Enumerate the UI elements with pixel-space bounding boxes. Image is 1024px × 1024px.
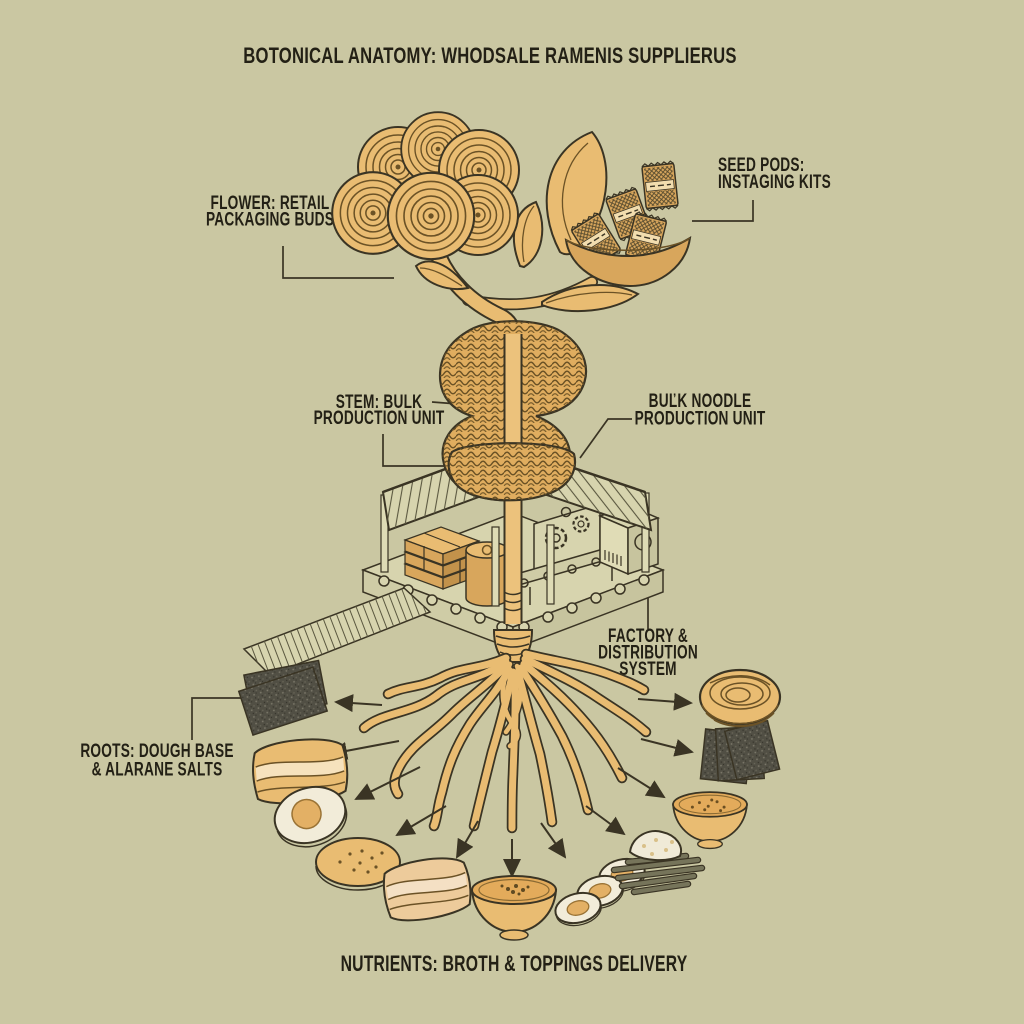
label-bulk-line2: PRODUCTION UNIT	[635, 407, 766, 429]
noodle-front-band	[447, 442, 577, 502]
nori-sheets-right	[699, 719, 781, 785]
broth-bowl-right	[672, 791, 748, 850]
label-roots-line2: & ALARANE SALTS	[92, 758, 223, 780]
label-flower-line2: PACKAGING BUDS	[206, 208, 334, 230]
label-flower: FLOWER: RETAIL PACKAGING BUDS	[206, 192, 334, 230]
label-stem-line1: STEM: BULK	[336, 391, 422, 413]
broth-toppings-center	[500, 884, 530, 896]
label-stem-line2: PRODUCTION UNIT	[314, 407, 445, 429]
label-factory: FACTORY & DISTRIBUTION SYSTEM	[598, 625, 698, 680]
leader-seed-pods	[692, 200, 754, 222]
label-seed-pods-line2: INSTAGING KITS	[718, 171, 831, 193]
gear-icon	[560, 506, 572, 518]
leader-flower	[282, 246, 394, 279]
label-bulk-noodle: BUĽK NOODLE PRODUCTION UNIT	[635, 390, 766, 429]
label-seed-pods: SEED PODS: INSTAGING KITS	[718, 154, 831, 193]
arrow-to-egg-half	[354, 766, 421, 800]
arrow-to-nori-right	[640, 738, 694, 757]
leader-roots	[191, 697, 243, 740]
stem-ribs	[503, 591, 523, 612]
label-nutrients: NUTRIENTS: BROTH & TOPPINGS DELIVERY	[341, 951, 688, 976]
leaves	[414, 200, 640, 313]
nori-sheets-left	[237, 659, 329, 737]
rice-ball	[628, 830, 682, 862]
page-title: BOTONICAL ANATOMY: WHODSALE RAMENIS SUPP…	[243, 44, 736, 69]
label-seed-pods-line1: SEED PODS:	[718, 154, 805, 176]
leader-bulk-noodle	[579, 418, 632, 459]
leaf-icon	[513, 200, 544, 269]
label-factory-line2: DISTRIBUTION	[598, 641, 698, 663]
leader-stem-down	[382, 434, 450, 467]
label-roots-line1: ROOTS: DOUGH BASE	[80, 740, 233, 762]
gear-icon	[572, 515, 590, 533]
rice-and-green-beans	[610, 830, 706, 896]
pork-belly-bottom	[382, 857, 472, 922]
title-text: BOTONICAL ANATOMY: WHODSALE RAMENIS SUPP…	[243, 44, 736, 69]
vat-machine	[465, 541, 509, 607]
arrow-to-disc	[395, 805, 447, 837]
arrow-to-nori-left	[334, 694, 383, 713]
label-factory-line1: FACTORY &	[608, 625, 688, 647]
distribution-arrows	[328, 692, 694, 878]
gear-icon	[544, 526, 568, 550]
egg-half-left	[273, 786, 348, 848]
label-nutrients-text: NUTRIENTS: BROTH & TOPPINGS DELIVERY	[341, 951, 688, 976]
label-roots: ROOTS: DOUGH BASE & ALARANE SALTS	[80, 740, 233, 780]
leaf-icon	[541, 284, 640, 313]
barcode-icon	[604, 550, 622, 566]
label-bulk-line1: BUĽK NOODLE	[649, 390, 752, 412]
label-stem: STEM: BULK PRODUCTION UNIT	[314, 391, 445, 429]
label-factory-line3: SYSTEM	[619, 658, 677, 680]
arrow-to-bowl-right	[617, 767, 666, 799]
noodle-disc-icon	[386, 171, 476, 261]
arrow-to-rice-beans	[585, 805, 626, 836]
ramen-packet-icon	[640, 160, 680, 212]
arrow-to-pork-bottom	[455, 820, 479, 859]
label-flower-line1: FLOWER: RETAIL	[211, 192, 330, 214]
noodle-coil	[698, 668, 782, 728]
arrow-to-egg-slices	[540, 822, 567, 859]
arrow-to-noodle-coil	[637, 692, 693, 711]
seed-pod	[545, 130, 692, 288]
